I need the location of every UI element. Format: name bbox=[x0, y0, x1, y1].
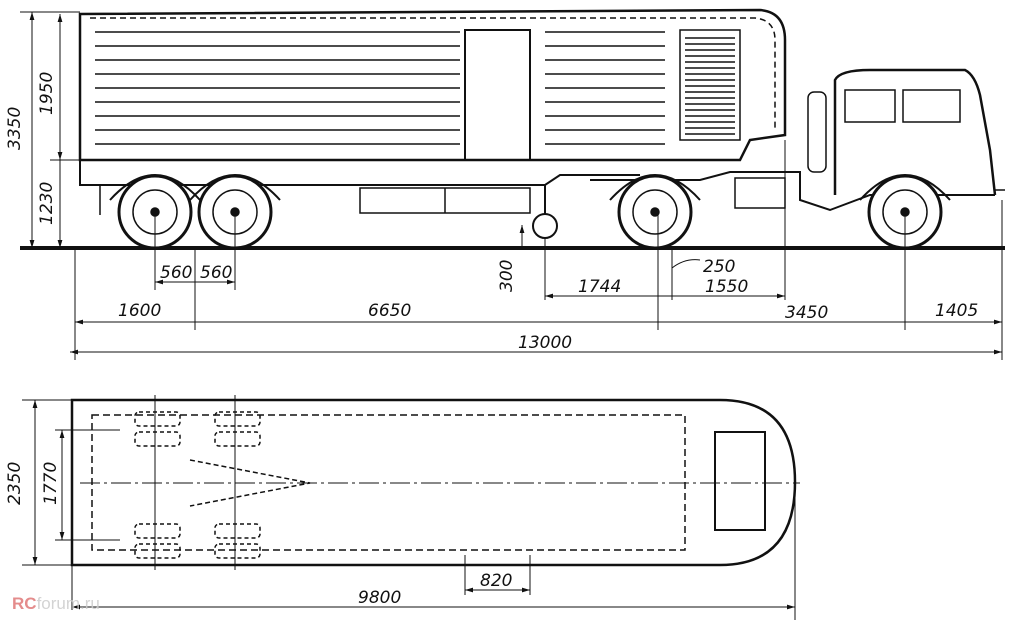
dim-front-overhang: 1405 bbox=[935, 301, 978, 321]
dim-overall-height: 3350 bbox=[5, 107, 25, 150]
trailer-door bbox=[464, 29, 531, 161]
dim-body-length: 9800 bbox=[358, 588, 401, 608]
fuel-tank bbox=[734, 177, 786, 209]
landing-gear-wheel bbox=[532, 213, 558, 239]
dim-floor-height: 1230 bbox=[37, 182, 57, 225]
dim-tractor-wheelbase: 3450 bbox=[785, 303, 828, 323]
top-wheel bbox=[134, 411, 181, 427]
dim-landing-gear-clearance: 300 bbox=[497, 260, 517, 292]
dim-rear-axle-to-cab: 1550 bbox=[705, 277, 748, 297]
grille-bars bbox=[685, 37, 735, 135]
wheel-arch bbox=[859, 174, 951, 201]
top-wheel bbox=[134, 431, 181, 447]
top-view-wheels bbox=[134, 411, 261, 559]
top-wheel bbox=[214, 411, 261, 427]
cab-window-front bbox=[902, 89, 961, 123]
cab-window-rear bbox=[844, 89, 896, 123]
dim-body-height: 1950 bbox=[37, 72, 57, 115]
dim-axle-spacing-1: 560 bbox=[160, 263, 192, 283]
watermark: RCforum.ru bbox=[12, 594, 100, 614]
trailer-body bbox=[78, 8, 787, 162]
dim-overall-width: 2350 bbox=[5, 462, 25, 505]
dim-kingpin-offset: 250 bbox=[703, 257, 735, 277]
dim-axle-spacing-2: 560 bbox=[200, 263, 232, 283]
top-wheel bbox=[214, 543, 261, 559]
exhaust-stack bbox=[807, 91, 827, 173]
watermark-brand: RC bbox=[12, 594, 37, 613]
wheel-arch bbox=[109, 174, 201, 201]
watermark-rest: forum.ru bbox=[36, 594, 100, 613]
dimension-lines bbox=[20, 11, 1003, 620]
top-wheel bbox=[134, 523, 181, 539]
top-view-cab bbox=[714, 431, 766, 531]
top-wheel bbox=[134, 543, 181, 559]
wheel-arch bbox=[609, 174, 701, 201]
top-view-drawbar bbox=[189, 459, 311, 507]
dim-overall-length: 13000 bbox=[518, 333, 572, 353]
top-view-outline bbox=[70, 398, 797, 567]
top-wheel bbox=[214, 431, 261, 447]
top-wheel bbox=[214, 523, 261, 539]
wheel-arch bbox=[189, 174, 281, 201]
trailer-slats bbox=[95, 31, 665, 145]
wheel-hub bbox=[650, 207, 660, 217]
dim-track-width: 1770 bbox=[41, 462, 61, 505]
front-grille bbox=[679, 29, 741, 141]
dim-trailer-wheelbase: 6650 bbox=[368, 301, 411, 321]
wheel-rim bbox=[632, 189, 678, 235]
trailer-roof-dashed bbox=[90, 17, 776, 128]
tractor-cab bbox=[833, 68, 997, 196]
dim-door-width: 820 bbox=[480, 571, 512, 591]
dim-kingpin-to-gear: 1744 bbox=[578, 277, 621, 297]
dim-rear-overhang: 1600 bbox=[118, 301, 161, 321]
